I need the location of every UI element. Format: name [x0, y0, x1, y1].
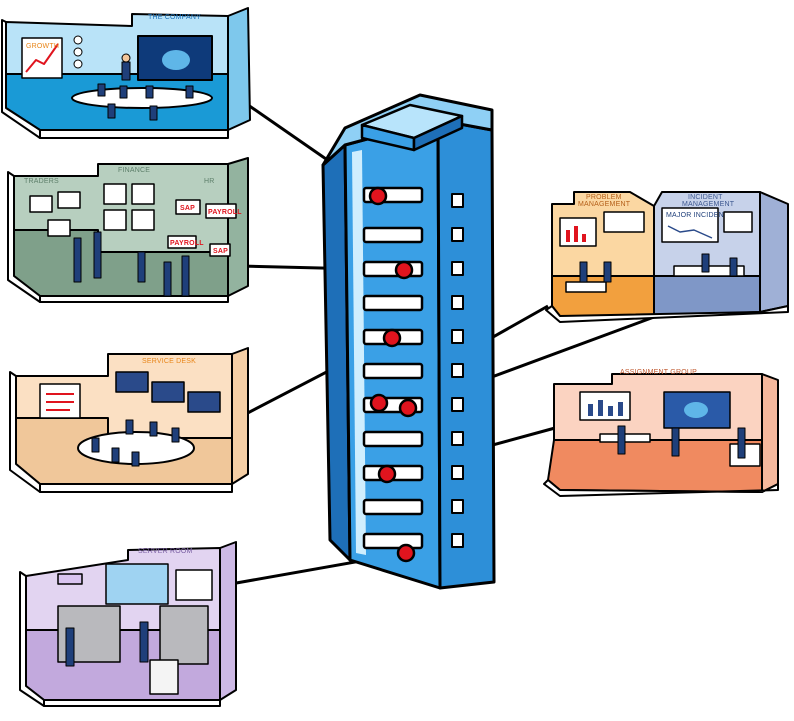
server-right-wall — [219, 541, 237, 701]
major-incidents-label: MAJOR INCIDENTS — [666, 212, 733, 219]
central-tower — [321, 93, 496, 590]
company-right-wall — [227, 7, 251, 131]
growth-label: GROWTH — [26, 43, 59, 50]
assignment-bars — [588, 400, 623, 416]
assignment-group-label: ASSIGNMENT GROUP — [620, 369, 697, 376]
payroll-sign — [167, 235, 197, 249]
incident-side-screen — [723, 211, 753, 233]
room-service-desk: SERVICE DESK — [9, 347, 249, 493]
service-people — [91, 419, 180, 467]
node-service-desk — [382, 328, 402, 348]
tower-highlight — [352, 150, 366, 555]
problem-label-line1: PROBLEM — [586, 194, 622, 201]
problem-label-line2: MANAGEMENT — [578, 201, 631, 208]
hr-label: HR — [204, 178, 215, 185]
finance-front-edge — [39, 295, 229, 303]
room-problem-incident: MAJOR INCIDENTS PROBLEM MANAGEMENT INCID… — [545, 191, 789, 323]
payroll-sign-label: PAYROLL — [208, 209, 242, 216]
tower-right-face — [436, 118, 496, 590]
payroll-sign-label: PAYROLL — [170, 240, 204, 247]
incident-trend-line — [667, 225, 713, 239]
clock-icon — [73, 59, 83, 69]
sap-sign-label: SAP — [213, 248, 228, 255]
conference-table — [71, 87, 213, 109]
server-people — [65, 621, 149, 667]
problem-desk — [565, 281, 607, 293]
problem-bars — [566, 226, 586, 242]
tower-side-windows — [451, 193, 464, 548]
tower-roof-box-side — [412, 114, 464, 152]
globe-icon — [162, 50, 190, 70]
sap-sign — [209, 243, 231, 257]
problem-incident-front-edge — [545, 305, 789, 323]
finance-right-wall — [227, 157, 249, 297]
finance-label: FINANCE — [118, 167, 150, 174]
incident-label-line2: MANAGEMENT — [682, 201, 735, 208]
server-room-label: SERVER ROOM — [138, 548, 193, 555]
service-wall-screens — [115, 371, 221, 413]
server-status-screen — [175, 569, 213, 601]
traders-label: TRADERS — [24, 178, 59, 185]
problem-incident-people — [579, 253, 738, 283]
incident-right-wall — [759, 191, 789, 313]
tower-nodes — [368, 186, 418, 563]
person-icon — [121, 53, 131, 63]
service-right-wall — [231, 347, 249, 485]
clock-icon — [73, 47, 83, 57]
sap-sign — [175, 199, 201, 215]
company-whiteboard — [21, 37, 63, 79]
payroll-sign — [205, 203, 237, 219]
room-company: GROWTH THE COMPANY — [1, 7, 251, 139]
company-room-label: THE COMPANY — [148, 14, 201, 21]
problem-wall-screen — [603, 211, 645, 233]
incident-label-line1: INCIDENT — [688, 194, 723, 201]
service-desk-label: SERVICE DESK — [142, 358, 196, 365]
server-cabinet — [149, 659, 179, 695]
node-company — [368, 186, 388, 206]
room-server: SERVER ROOM — [19, 541, 237, 707]
room-assignment-group: ASSIGNMENT GROUP — [543, 369, 779, 497]
globe-icon — [684, 402, 708, 418]
finance-people — [73, 231, 190, 297]
node-assignment — [377, 464, 397, 484]
finance-screens — [103, 183, 155, 231]
server-network-map — [105, 563, 169, 605]
assignment-people — [617, 425, 746, 459]
incident-floor — [653, 275, 761, 317]
node-incident — [398, 398, 418, 418]
node-finance — [394, 260, 414, 280]
dashboard-lines — [46, 393, 74, 411]
company-front-edge — [39, 129, 229, 139]
node-server-room — [396, 543, 416, 563]
growth-line — [25, 43, 59, 73]
clock-icon — [73, 35, 83, 45]
server-front-edge — [43, 699, 221, 707]
trader-screens — [29, 191, 81, 237]
air-conditioner — [57, 573, 83, 585]
person-icon — [121, 61, 131, 81]
assignment-front-edge — [543, 479, 779, 497]
room-finance-hr: SAP PAYROLL PAYROLL SAP TRADERS FINANCE … — [7, 157, 249, 303]
assignment-right-wall — [761, 373, 779, 493]
node-problem — [369, 393, 389, 413]
sap-sign-label: SAP — [180, 205, 195, 212]
table-people — [97, 83, 194, 121]
service-front-edge — [39, 483, 233, 493]
